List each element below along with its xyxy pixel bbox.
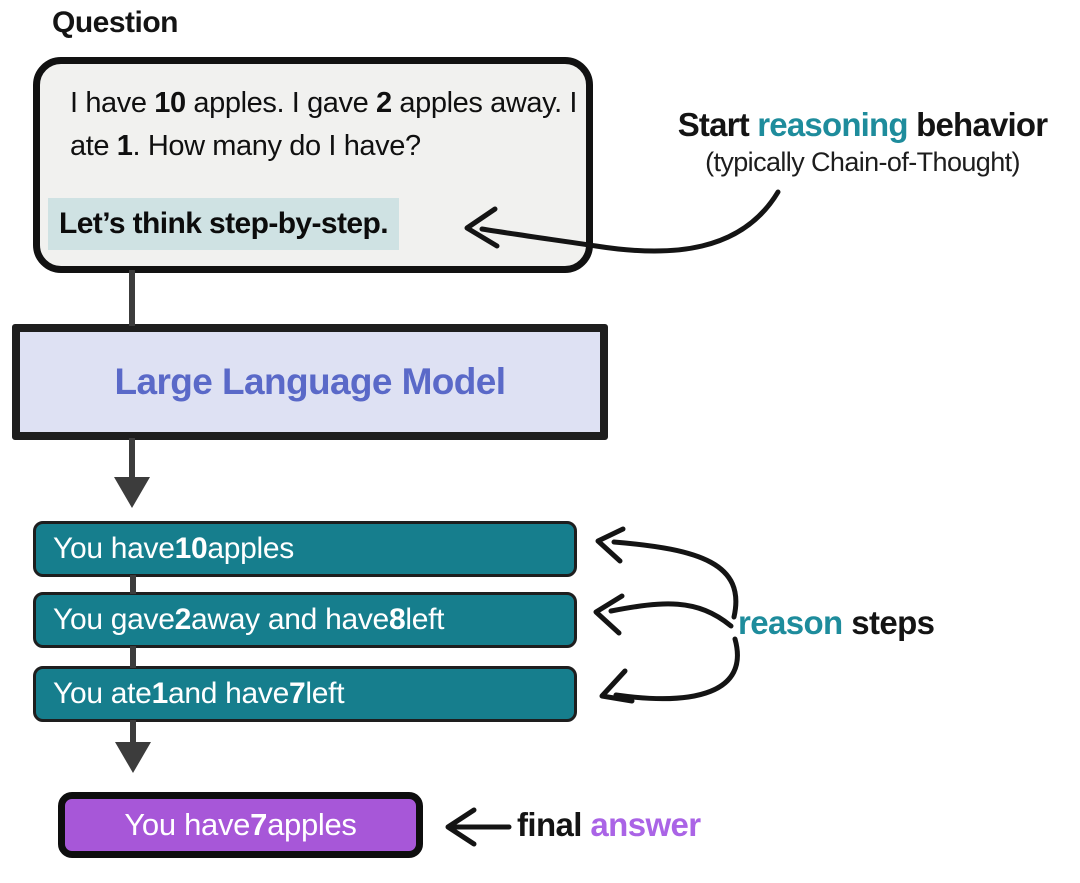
llm-label: Large Language Model bbox=[114, 361, 507, 402]
reason-step-box-2: You gave 2 away and have 8 left bbox=[33, 592, 577, 648]
step-text-run: and have bbox=[167, 677, 290, 710]
llm-box: Large Language Model bbox=[12, 324, 608, 440]
step-text-run: left bbox=[405, 603, 445, 636]
question-number: 2 bbox=[376, 87, 392, 119]
step-number: 7 bbox=[289, 677, 306, 710]
question-text-run: apples away. I ate bbox=[70, 87, 578, 162]
final-answer-label: final answer bbox=[517, 806, 701, 844]
question-text: I have 10 apples. I gave 2 apples away. … bbox=[70, 82, 592, 168]
reason-keyword: reason bbox=[738, 604, 843, 641]
reason-step-arrow-1 bbox=[611, 539, 739, 620]
step-number: 2 bbox=[174, 603, 192, 636]
question-number: 10 bbox=[154, 87, 186, 119]
reason-step-arrowhead-2 bbox=[593, 593, 625, 636]
final-text-run: You have bbox=[124, 807, 251, 842]
reason-step-arrowhead-1 bbox=[595, 526, 626, 564]
freehand-arrows bbox=[445, 189, 781, 847]
reason-steps-label: reason steps bbox=[738, 604, 935, 642]
question-label: Question bbox=[52, 6, 179, 39]
annotation-text-run: Start bbox=[677, 106, 758, 143]
step-text-run: left bbox=[305, 677, 345, 710]
final-answer-box: You have 7 apples bbox=[58, 792, 423, 858]
question-number: 1 bbox=[116, 129, 133, 162]
step-text-run: You ate bbox=[53, 677, 152, 710]
final-number: 7 bbox=[250, 807, 268, 842]
question-text-run: apples. I gave bbox=[185, 87, 377, 119]
step-number: 1 bbox=[151, 677, 169, 710]
step3-to-answer-arrowhead bbox=[115, 742, 151, 773]
annotation-text-run: steps bbox=[842, 604, 935, 641]
reason-step-arrow-2 bbox=[608, 601, 734, 629]
reason-step-box-1: You have 10 apples bbox=[33, 521, 577, 577]
reason-step-arrowhead-3 bbox=[599, 668, 635, 704]
annotation-text-run: behavior bbox=[907, 106, 1048, 143]
step-text-run: away and have bbox=[191, 603, 389, 636]
final-text-run: apples bbox=[267, 807, 357, 842]
question-box: I have 10 apples. I gave 2 apples away. … bbox=[33, 57, 593, 273]
step-number: 8 bbox=[388, 603, 406, 636]
reason-step-box-3: You ate 1 and have 7 left bbox=[33, 666, 577, 722]
start-reasoning-annotation: Start reasoning behavior (typically Chai… bbox=[645, 106, 1080, 178]
question-text-run: I have bbox=[70, 87, 155, 119]
start-reasoning-subtitle: (typically Chain-of-Thought) bbox=[705, 147, 1020, 177]
answer-keyword: answer bbox=[590, 806, 701, 843]
annotation-text-run: final bbox=[517, 806, 591, 843]
reasoning-keyword: reasoning bbox=[757, 106, 908, 143]
step-text-run: You gave bbox=[53, 603, 175, 636]
step-text-run: You have bbox=[53, 532, 175, 565]
step-number: 10 bbox=[174, 532, 208, 565]
cot-trigger-highlight: Let’s think step-by-step. bbox=[48, 198, 399, 250]
final-answer-arrowhead bbox=[445, 807, 477, 847]
question-text-run: . How many do I have? bbox=[132, 129, 422, 162]
start-reasoning-title: Start reasoning behavior bbox=[645, 106, 1080, 144]
cot-trigger-text: Let’s think step-by-step. bbox=[59, 207, 389, 240]
llm-to-steps-arrowhead bbox=[114, 477, 150, 508]
reason-step-arrow-3 bbox=[613, 636, 740, 702]
step-text-run: apples bbox=[207, 532, 295, 565]
